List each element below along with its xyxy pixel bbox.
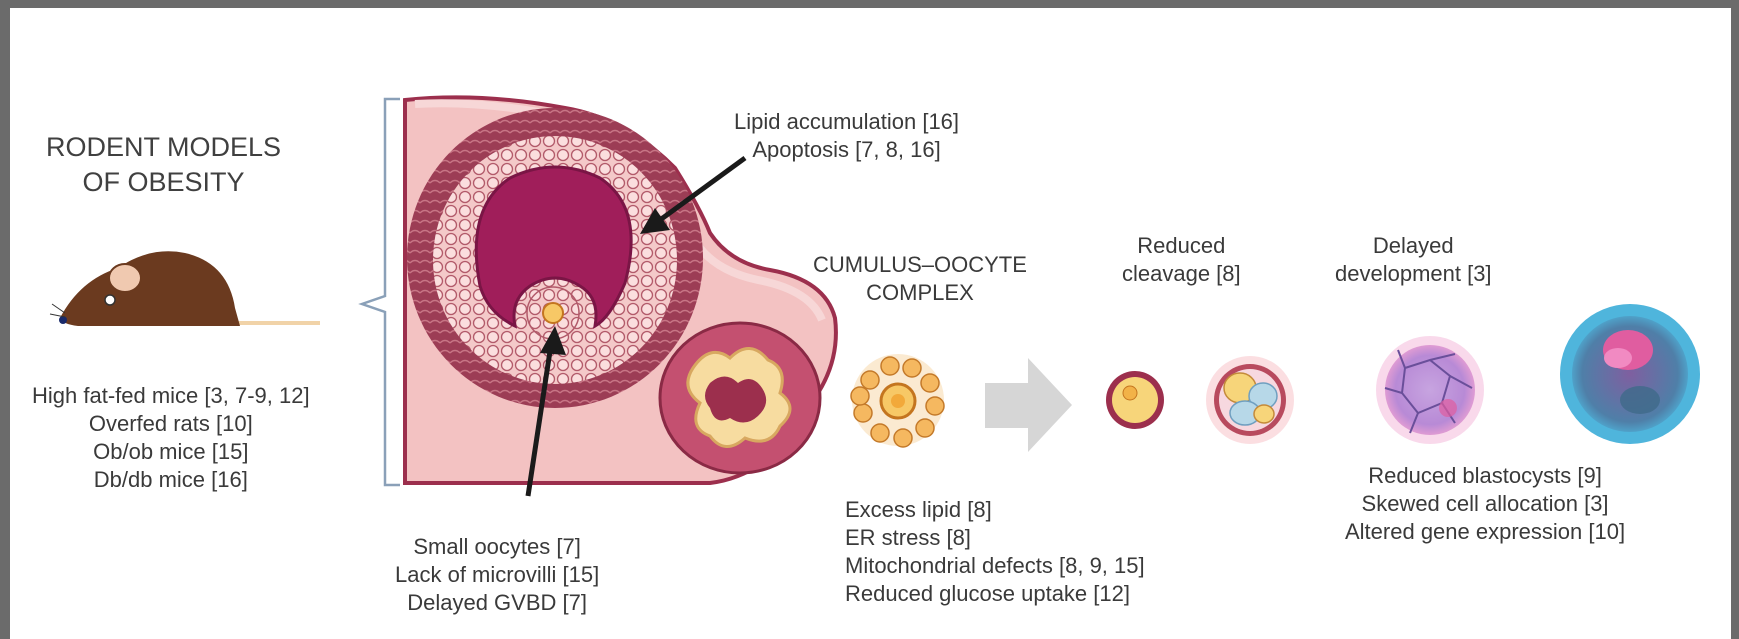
model-item: Ob/ob mice [15]	[32, 438, 310, 466]
development-label: Delayed development [3]	[1335, 232, 1492, 288]
mouse-nose	[59, 316, 67, 324]
development-label-line-2: development [3]	[1335, 260, 1492, 288]
cleavage-label: Reduced cleavage [8]	[1122, 232, 1241, 288]
cumulus-oocyte-complex	[851, 354, 944, 447]
cleavage-label-line-2: cleavage [8]	[1122, 260, 1241, 288]
finding-item: Lack of microvilli [15]	[395, 561, 599, 589]
diagram-canvas: RODENT MODELS OF OBESITY High fat-fed mi…	[10, 8, 1731, 639]
oocyte	[543, 303, 563, 323]
bracket	[362, 99, 400, 485]
oocyte-findings: Small oocytes [7] Lack of microvilli [15…	[395, 533, 599, 617]
diagram-title: RODENT MODELS OF OBESITY	[46, 130, 281, 199]
blastocyst-findings: Reduced blastocysts [9] Skewed cell allo…	[1345, 462, 1625, 546]
finding-item: Mitochondrial defects [8, 9, 15]	[845, 552, 1145, 580]
finding-item: Altered gene expression [10]	[1345, 518, 1625, 546]
title-line-2: OF OBESITY	[46, 165, 281, 200]
title-line-1: RODENT MODELS	[46, 130, 281, 165]
coc-findings: Excess lipid [8] ER stress [8] Mitochond…	[845, 496, 1145, 609]
blastocyst	[1560, 304, 1700, 444]
cleavage-label-line-1: Reduced	[1122, 232, 1241, 260]
progression-arrow	[985, 358, 1072, 452]
model-item: High fat-fed mice [3, 7-9, 12]	[32, 382, 310, 410]
cleavage-embryo	[1206, 356, 1294, 444]
mouse-eye	[105, 295, 115, 305]
model-item: Overfed rats [10]	[32, 410, 310, 438]
morula	[1376, 336, 1484, 444]
mouse-body	[60, 251, 240, 326]
finding-item: Reduced glucose uptake [12]	[845, 580, 1145, 608]
finding-item: ER stress [8]	[845, 524, 1145, 552]
finding-item: Small oocytes [7]	[395, 533, 599, 561]
finding-item: Excess lipid [8]	[845, 496, 1145, 524]
mouse-ear	[109, 264, 141, 292]
finding-item: Delayed GVBD [7]	[395, 589, 599, 617]
zygote	[1106, 371, 1164, 429]
coc-label-line-2: COMPLEX	[813, 279, 1027, 307]
model-item: Db/db mice [16]	[32, 466, 310, 494]
follicle-findings: Lipid accumulation [16] Apoptosis [7, 8,…	[734, 108, 959, 164]
finding-item: Lipid accumulation [16]	[734, 108, 959, 136]
mouse-illustration	[50, 251, 320, 326]
rodent-model-list: High fat-fed mice [3, 7-9, 12] Overfed r…	[32, 382, 310, 495]
finding-item: Skewed cell allocation [3]	[1345, 490, 1625, 518]
coc-label: CUMULUS–OOCYTE COMPLEX	[813, 251, 1027, 307]
finding-item: Apoptosis [7, 8, 16]	[734, 136, 959, 164]
finding-item: Reduced blastocysts [9]	[1345, 462, 1625, 490]
coc-label-line-1: CUMULUS–OOCYTE	[813, 251, 1027, 279]
development-label-line-1: Delayed	[1335, 232, 1492, 260]
